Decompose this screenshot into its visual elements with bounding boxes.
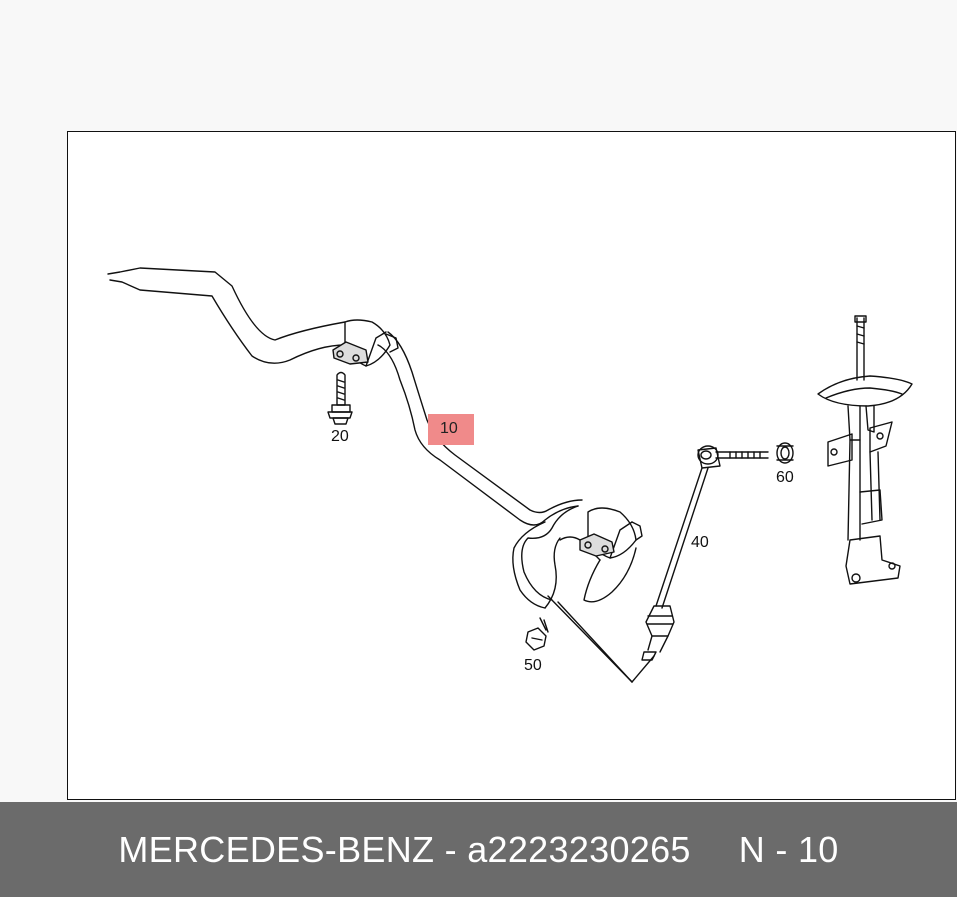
label-link[interactable]: 40 [691,534,709,551]
bushing-upper[interactable] [332,319,399,367]
footer-brand: MERCEDES-BENZ [118,828,435,870]
stabilizer-link[interactable] [631,445,769,683]
label-nut-top[interactable]: 60 [776,469,794,486]
footer-position-code: N - 10 [738,828,839,870]
bolt[interactable] [327,371,353,425]
diagram-frame [67,131,956,800]
nut-bottom[interactable] [525,617,549,651]
label-nut-bottom[interactable]: 50 [524,657,542,674]
nut-top[interactable] [776,442,794,464]
leader-lines [547,595,633,683]
label-bolt[interactable]: 20 [331,428,349,445]
label-stabilizer-bar-highlight[interactable]: 10 [428,414,474,445]
footer-separator: - [434,828,468,870]
footer-bar: MERCEDES-BENZ - a2223230265 N - 10 [0,802,957,897]
stabilizer-bar[interactable] [107,267,637,609]
strut-assembly [817,315,913,585]
bushing-lower[interactable] [579,507,643,559]
footer-part-number: a2223230265 [467,828,691,870]
